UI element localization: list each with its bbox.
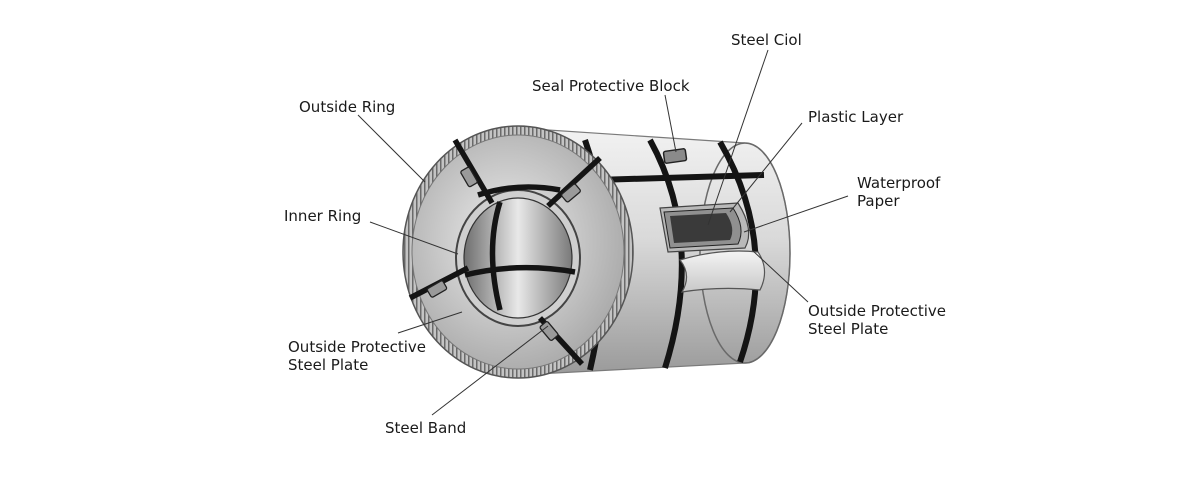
seal-protective-block <box>662 148 688 164</box>
label-steel-coil: Steel Ciol <box>731 31 802 49</box>
leader-plastic-layer <box>729 122 803 213</box>
band-clips <box>426 166 581 341</box>
label-plastic-layer: Plastic Layer <box>808 108 904 126</box>
leader-steel-coil <box>707 49 769 226</box>
label-inner-ring: Inner Ring <box>284 207 362 225</box>
leader-outside-plate-left <box>397 311 463 334</box>
leader-outside-plate-right <box>751 249 809 303</box>
leader-outside-ring <box>357 114 426 183</box>
coil-back-rim <box>699 142 791 364</box>
outside-protective-sheet <box>678 250 766 293</box>
leader-lines <box>357 49 849 416</box>
label-outside-protective-steel-plate-left: Outside Protective Steel Plate <box>288 338 427 374</box>
leader-steel-band <box>431 325 549 416</box>
label-steel-band: Steel Band <box>385 419 467 437</box>
label-waterproof-paper: Waterproof Paper <box>857 174 941 210</box>
label-outside-protective-steel-plate-right: Outside Protective Steel Plate <box>808 302 947 338</box>
leader-waterproof-paper <box>743 195 849 233</box>
leader-inner-ring <box>369 221 459 255</box>
leader-seal-block <box>664 94 677 153</box>
label-outside-ring: Outside Ring <box>299 98 396 116</box>
label-seal-protective-block: Seal Protective Block <box>532 77 690 95</box>
cutaway-window <box>659 202 766 293</box>
coil-bore <box>463 197 573 319</box>
